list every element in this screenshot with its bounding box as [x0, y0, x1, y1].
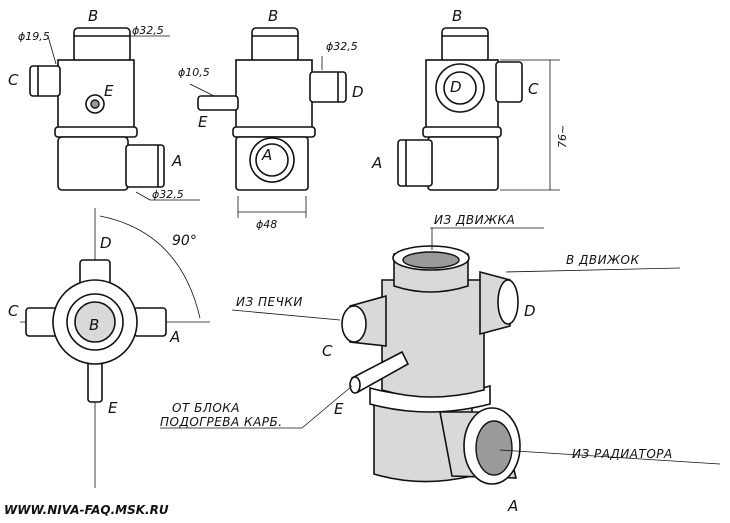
annotation-from-block-2: ПОДОГРЕВА КАРБ. — [160, 415, 283, 429]
label-b-3: B — [452, 7, 462, 25]
label-d-5: D — [524, 302, 536, 320]
dim-76: 76~ — [556, 125, 569, 148]
label-d-4: D — [100, 234, 112, 252]
label-b-4: B — [89, 316, 99, 334]
annotation-leaders — [160, 227, 721, 465]
label-a-3: A — [371, 154, 382, 172]
dim-d10-5: ϕ10,5 — [178, 66, 210, 79]
label-e-1: E — [104, 82, 114, 100]
label-c-5: C — [322, 342, 333, 360]
label-c-4: C — [8, 302, 19, 320]
dim-d48: ϕ48 — [256, 218, 277, 231]
label-d-3: D — [450, 78, 462, 96]
annotation-from-heater: ИЗ ПЕЧКИ — [236, 295, 303, 309]
view-front-left — [29, 27, 200, 201]
annotation-from-valve: ИЗ ДВИЖКА — [434, 213, 515, 227]
label-d-2: D — [352, 83, 364, 101]
dim-d32-5-bottom: ϕ32,5 — [152, 188, 184, 201]
annotation-from-block-1: ОТ БЛОКА — [172, 401, 240, 415]
annotation-from-radiator: ИЗ РАДИАТОРА — [572, 447, 673, 461]
view-side-right — [397, 27, 560, 191]
label-a-4: A — [169, 328, 180, 346]
view-top — [20, 208, 210, 488]
label-e-5: E — [334, 400, 344, 418]
watermark-url: WWW.NIVA-FAQ.MSK.RU — [4, 503, 169, 517]
label-b-2: B — [268, 7, 278, 25]
dim-d32-5-middle: ϕ32,5 — [326, 40, 358, 53]
angle-90: 90° — [172, 233, 197, 249]
label-a-5: A — [507, 497, 518, 515]
dim-d32-5-top: ϕ32,5 — [132, 24, 164, 37]
label-c-3: C — [528, 80, 539, 98]
label-b-1: B — [88, 7, 98, 25]
label-a-1: A — [171, 152, 182, 170]
view-front-middle — [189, 27, 347, 218]
dim-d19-5: ϕ19,5 — [18, 30, 50, 43]
label-e-4: E — [108, 399, 118, 417]
label-a-2: A — [261, 146, 272, 164]
view-isometric — [341, 245, 521, 485]
label-c-1: C — [8, 71, 19, 89]
annotation-to-valve: В ДВИЖОК — [566, 253, 640, 267]
label-e-2: E — [198, 113, 208, 131]
